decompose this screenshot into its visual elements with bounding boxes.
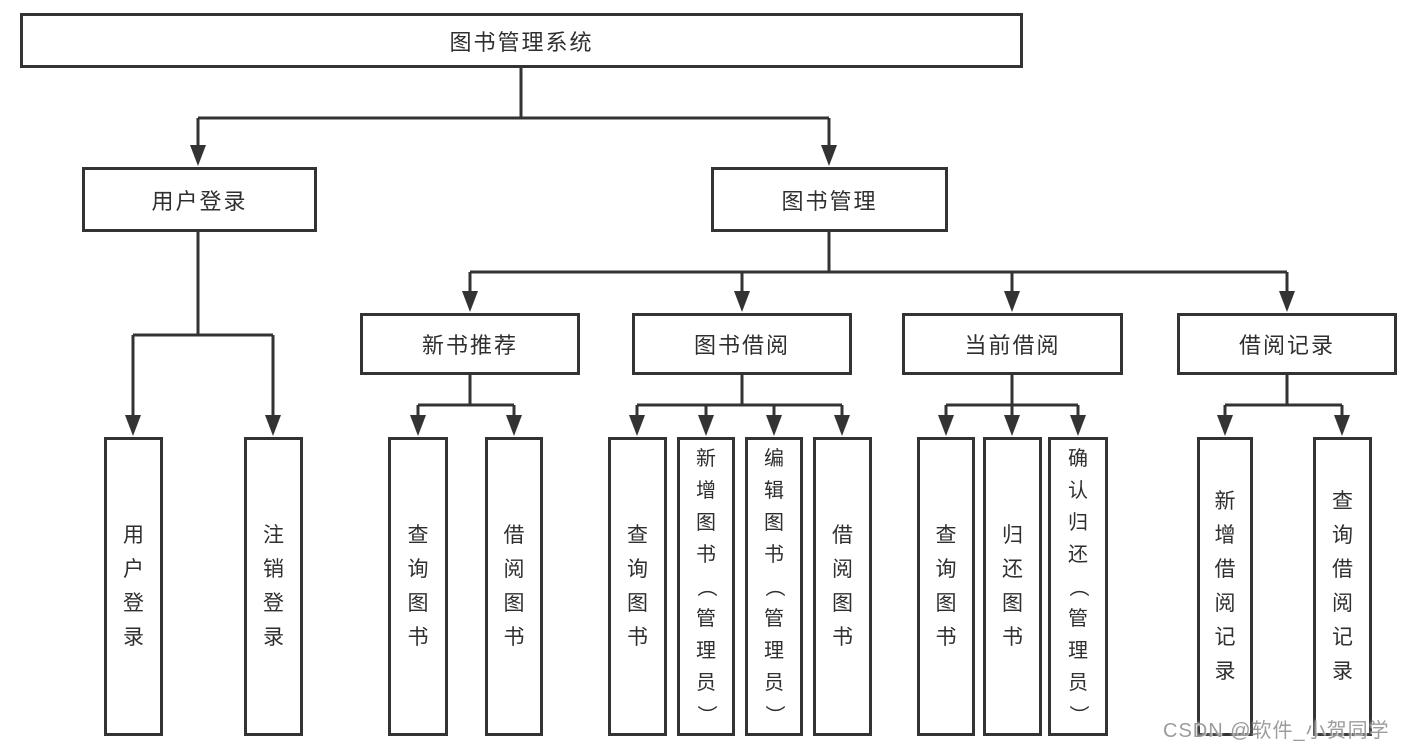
node-label: 编辑图书（管理员）: [763, 447, 785, 725]
leaf-confirm-return-admin: 确认归还（管理员）: [1048, 437, 1108, 736]
node-label: 用户登录: [151, 188, 248, 214]
node-label: 图书借阅: [693, 333, 790, 358]
node-label: 图书管理系统: [449, 29, 594, 55]
leaf-query-books-recommend: 查询图书: [388, 437, 448, 736]
watermark-text: CSDN @软件_小贺同学: [1163, 720, 1390, 742]
node-current-borrowing: 当前借阅: [902, 313, 1123, 375]
leaf-query-borrow-record: 查询借阅记录: [1313, 437, 1372, 736]
node-book-borrowing: 图书借阅: [632, 313, 852, 375]
node-label: 新增图书（管理员）: [695, 447, 717, 725]
node-label: 查询借阅记录: [1332, 489, 1353, 683]
arrowhead-icons: [125, 145, 1350, 436]
node-label: 借阅记录: [1238, 333, 1335, 358]
node-borrowing-records: 借阅记录: [1177, 313, 1397, 375]
node-label: 注销登录: [263, 523, 284, 649]
node-label: 查询图书: [627, 523, 648, 649]
node-label: 用户登录: [123, 523, 144, 649]
connector-paths: [131, 68, 1344, 420]
leaf-add-borrow-record: 新增借阅记录: [1197, 437, 1253, 736]
leaf-return-books: 归还图书: [983, 437, 1042, 736]
node-user-login: 用户登录: [82, 167, 317, 232]
leaf-query-books-current: 查询图书: [917, 437, 975, 736]
node-label: 新增借阅记录: [1214, 489, 1236, 683]
node-library-management-system: 图书管理系统: [20, 13, 1023, 68]
leaf-user-login: 用户登录: [104, 437, 163, 736]
leaf-add-books-admin: 新增图书（管理员）: [677, 437, 735, 736]
node-label: 查询图书: [935, 523, 957, 649]
leaf-borrow-books-recommend: 借阅图书: [485, 437, 543, 736]
node-new-book-recommendation: 新书推荐: [360, 313, 580, 375]
node-label: 借阅图书: [832, 523, 853, 649]
node-book-management: 图书管理: [711, 167, 948, 232]
node-label: 查询图书: [407, 523, 429, 649]
node-label: 借阅图书: [503, 523, 525, 649]
node-label: 新书推荐: [421, 333, 518, 358]
leaf-borrow-books-borrow: 借阅图书: [813, 437, 872, 736]
node-label: 图书管理: [781, 188, 878, 214]
leaf-logout-login: 注销登录: [244, 437, 303, 736]
node-label: 确认归还（管理员）: [1067, 447, 1089, 725]
leaf-query-books-borrow: 查询图书: [608, 437, 667, 736]
leaf-edit-books-admin: 编辑图书（管理员）: [745, 437, 803, 736]
node-label: 归还图书: [1002, 523, 1023, 649]
node-label: 当前借阅: [964, 333, 1061, 358]
